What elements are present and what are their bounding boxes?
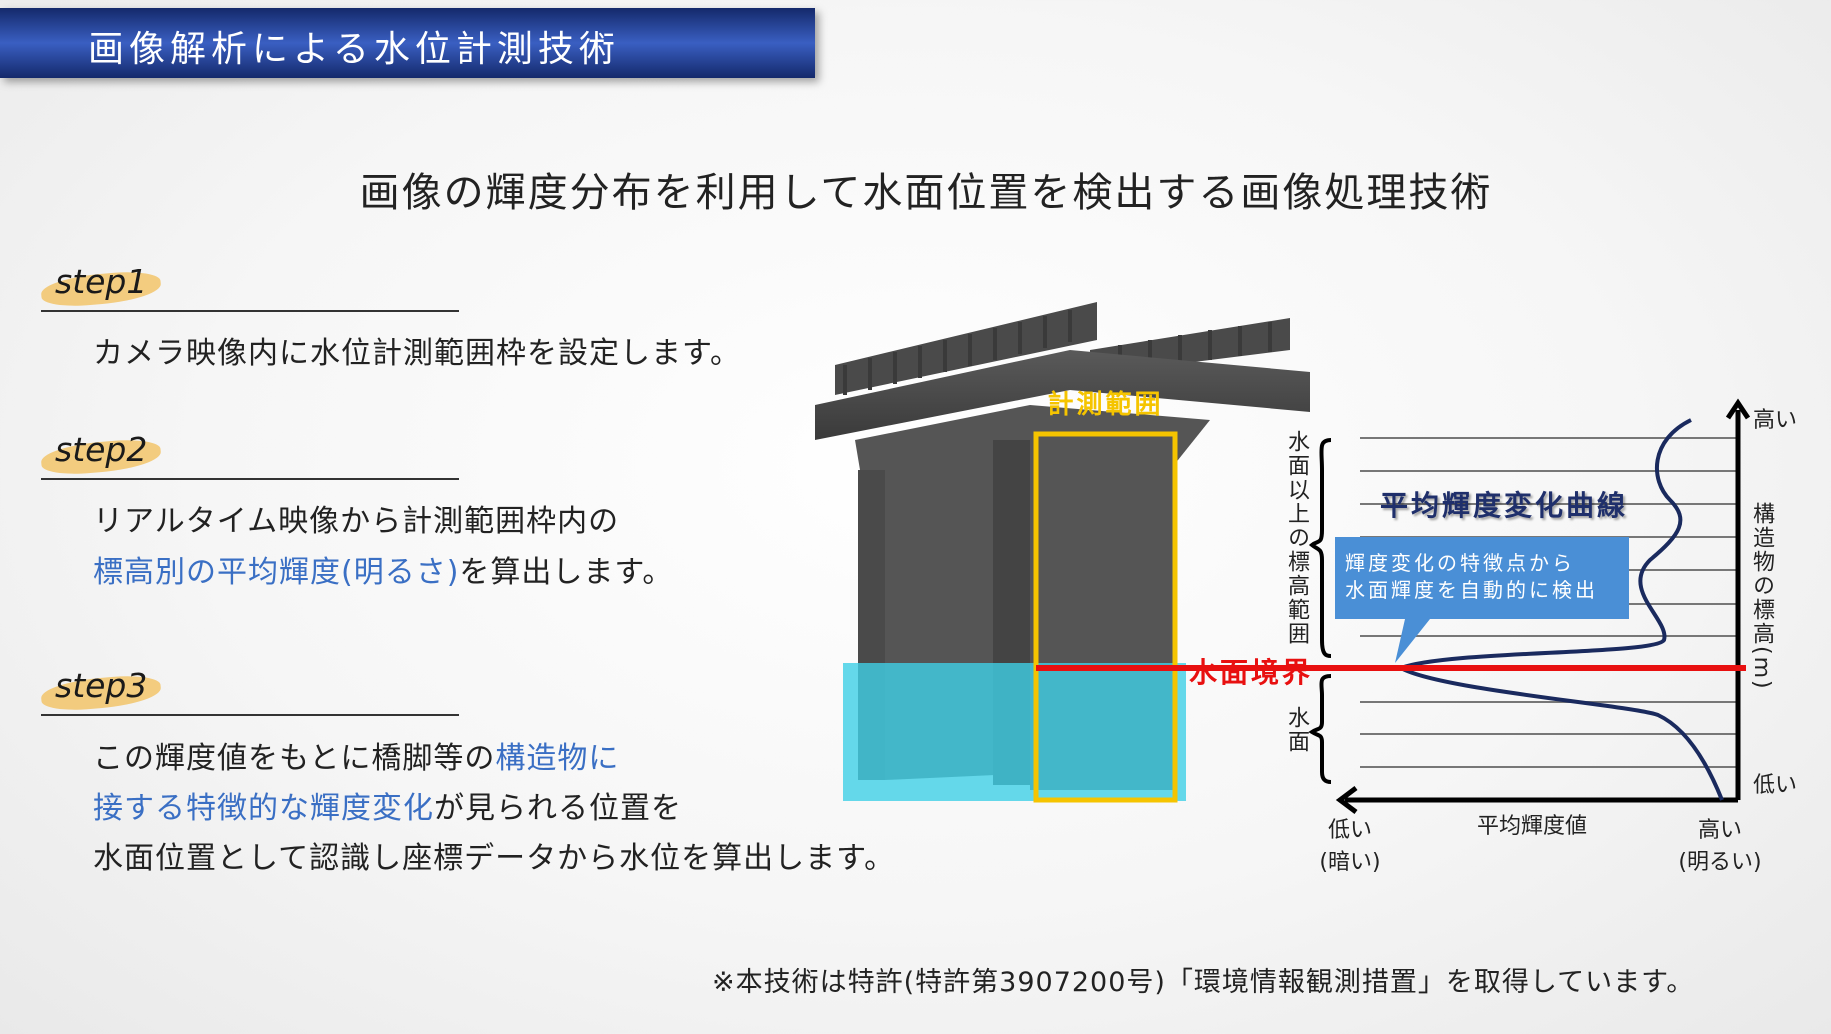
x-low-text: 低い [1327,818,1372,843]
brightness-curve [1396,418,1724,801]
step3-label: step3 [55,666,148,705]
water-boundary-label: 水面境界 [1189,656,1314,689]
brace-water [1308,674,1332,784]
x-high-label: 高い (明るい) [1660,812,1780,876]
step3-line2-rest: が見られる位置を [434,791,682,826]
step3-line2: 接する特徴的な輝度変化が見られる位置を [93,783,682,827]
step3-highlight-1: 構造物に [495,741,620,776]
x-low-label: 低い (暗い) [1300,812,1400,876]
step3-highlight-2: 接する特徴的な輝度変化 [93,791,434,826]
range-above-water-label: 水面以上の標高範囲 [1284,430,1309,646]
y-axis-label: 構造物の標高(m) [1749,502,1774,691]
step3-line1-pre: この輝度値をもとに橋脚等の [93,741,496,776]
subtitle: 画像の輝度分布を利用して水面位置を検出する画像処理技術 [359,170,1493,216]
step2-highlight: 標高別の平均輝度(明るさ) [93,555,460,590]
y-high-label: 高い [1753,408,1798,433]
brace-above-water [1308,438,1332,658]
step1-label: step1 [55,262,148,301]
brightness-chart [1308,398,1751,814]
curve-title: 平均輝度変化曲線 [1380,489,1629,522]
step2-line1: リアルタイム映像から計測範囲枠内の [93,504,620,539]
step3-heading: step3 [39,666,459,716]
callout-box [1335,537,1629,663]
callout-text: 輝度変化の特徴点から水面輝度を自動的に検出 [1345,550,1598,604]
step3-line1: この輝度値をもとに橋脚等の構造物に [93,733,619,777]
measure-range-label: 計測範囲 [1047,390,1164,420]
step1-text: カメラ映像内に水位計測範囲枠を設定します。 [93,336,741,371]
y-axis-arrow-icon [1725,398,1751,420]
x-high-text: 高い [1697,818,1742,843]
step3-line3: 水面位置として認識し座標データから水位を算出します。 [93,841,896,876]
step2-heading: step2 [39,430,459,480]
step2-label: step2 [55,430,148,469]
range-water-label: 水面 [1284,706,1309,754]
x-low-sub: (暗い) [1319,850,1381,875]
bridge-illustration [815,302,1310,803]
step2-line2: 標高別の平均輝度(明るさ)を算出します。 [93,547,673,591]
x-high-sub: (明るい) [1678,850,1762,875]
title-banner: 画像解析による水位計測技術 [0,8,815,78]
patent-footnote: ※本技術は特許(特許第3907200号)「環境情報観測措置」を取得しています。 [712,967,1695,998]
step2-line2-rest: を算出します。 [459,555,674,590]
y-low-label: 低い [1753,773,1798,798]
callout-line2: 水面輝度を自動的に検出 [1345,578,1598,602]
x-axis-arrow-icon [1335,786,1358,814]
x-axis-label: 平均輝度値 [1476,814,1587,839]
step1-heading: step1 [39,262,459,312]
callout-line1: 輝度変化の特徴点から [1345,551,1575,575]
page-title: 画像解析による水位計測技術 [88,29,620,70]
